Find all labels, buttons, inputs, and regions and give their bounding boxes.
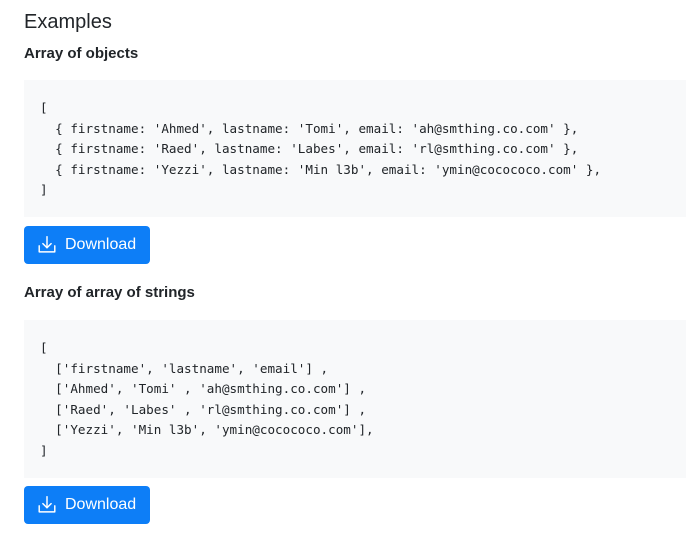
code-line: [ [40, 100, 48, 115]
code-line: ] [40, 442, 48, 458]
download-icon [36, 494, 58, 516]
section-title-array-of-array-of-strings: Array of array of strings [24, 284, 195, 301]
code-text: [ ['firstname', 'lastname', 'email'] , [… [40, 338, 670, 462]
code-line: { firstname: 'Raed', lastname: 'Labes', … [40, 141, 579, 157]
page-title: Examples [24, 11, 112, 33]
download-button-strings[interactable]: Download [24, 486, 150, 524]
code-line: ['Yezzi', 'Min l3b', 'ymin@cocococo.com'… [40, 422, 374, 438]
code-line: ['Raed', 'Labes' , 'rl@smthing.co.com'] … [40, 401, 367, 417]
code-block-array-of-arrays: [ ['firstname', 'lastname', 'email'] , [… [24, 320, 686, 478]
code-line: [ [40, 340, 48, 355]
code-line: { firstname: 'Ahmed', lastname: 'Tomi', … [40, 120, 579, 136]
code-line: ['Ahmed', 'Tomi' , 'ah@smthing.co.com'] … [40, 381, 367, 397]
code-line: { firstname: 'Yezzi', lastname: 'Min l3b… [40, 161, 602, 177]
code-line: ['firstname', 'lastname', 'email'] , [40, 360, 329, 376]
code-text: [ { firstname: 'Ahmed', lastname: 'Tomi'… [40, 98, 670, 201]
download-button-objects[interactable]: Download [24, 226, 150, 264]
section-title-array-of-objects: Array of objects [24, 45, 139, 62]
code-line: ] [40, 182, 48, 198]
download-button-label: Download [65, 496, 137, 513]
download-icon [36, 234, 58, 256]
download-button-label: Download [65, 236, 137, 253]
code-block-array-of-objects: [ { firstname: 'Ahmed', lastname: 'Tomi'… [24, 80, 686, 217]
